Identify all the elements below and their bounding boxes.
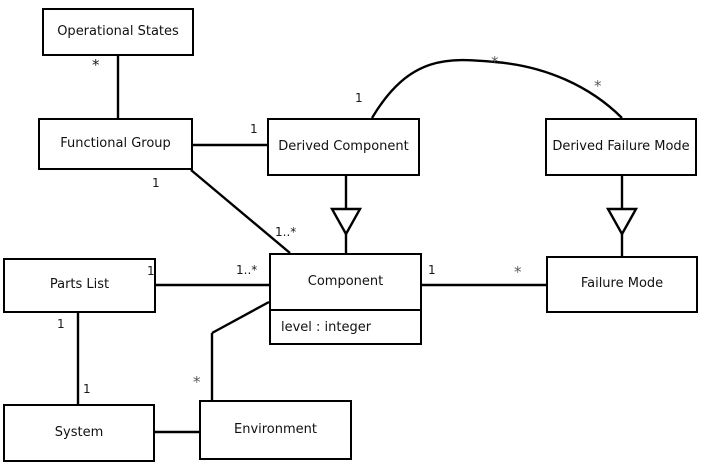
class-name-operational-states: Operational States — [57, 23, 179, 39]
connector-functionalgroup-component — [190, 169, 291, 254]
class-name-system: System — [54, 424, 104, 440]
generalization-triangle-failuremode — [605, 207, 639, 237]
multiplicity-partslist-down-one: 1 — [57, 317, 65, 331]
class-name-functional-group: Functional Group — [60, 135, 171, 151]
multiplicity-derivedcomponent-arc-one: 1 — [355, 91, 363, 105]
class-box-environment[interactable]: Environment — [199, 400, 352, 460]
class-box-derived-failure-mode[interactable]: Derived Failure Mode — [545, 118, 697, 176]
class-attribute-component-level: level : integer — [271, 309, 420, 343]
multiplicity-functionalgroup-derivedcomponent-one: 1 — [250, 122, 258, 136]
connector-environment-component-diagonal — [211, 300, 270, 335]
multiplicity-arc-apex-star: * — [491, 53, 499, 71]
class-box-system[interactable]: System — [3, 404, 155, 462]
class-box-functional-group[interactable]: Functional Group — [38, 118, 193, 170]
connector-derivedcomponent-derivedfailuremode — [370, 58, 623, 119]
class-box-derived-component[interactable]: Derived Component — [267, 118, 420, 176]
multiplicity-derivedfailuremode-arc-star: * — [594, 77, 602, 95]
multiplicity-opstates-star: * — [92, 56, 100, 74]
multiplicity-component-diagonal-upper: 1..* — [275, 225, 297, 239]
class-name-derived-component: Derived Component — [278, 138, 409, 154]
multiplicity-functionalgroup-diagonal-one: 1 — [152, 176, 160, 190]
multiplicity-environment-star: * — [193, 373, 201, 391]
multiplicity-system-up-one: 1 — [83, 382, 91, 396]
multiplicity-partslist-one: 1 — [147, 264, 155, 278]
class-box-failure-mode[interactable]: Failure Mode — [546, 256, 698, 313]
class-name-failure-mode: Failure Mode — [580, 276, 664, 292]
multiplicity-component-right-one: 1 — [428, 263, 436, 277]
class-box-component[interactable]: Component level : integer — [269, 253, 422, 345]
class-name-derived-failure-mode: Derived Failure Mode — [552, 138, 690, 154]
class-name-parts-list: Parts List — [49, 277, 110, 293]
class-name-component: Component — [307, 273, 384, 289]
class-box-operational-states[interactable]: Operational States — [42, 8, 194, 56]
multiplicity-failuremode-star: * — [514, 263, 522, 281]
generalization-triangle-component — [329, 207, 363, 237]
class-name-environment: Environment — [233, 421, 317, 437]
class-box-parts-list[interactable]: Parts List — [3, 258, 156, 313]
multiplicity-component-left-lower: 1..* — [236, 263, 258, 277]
